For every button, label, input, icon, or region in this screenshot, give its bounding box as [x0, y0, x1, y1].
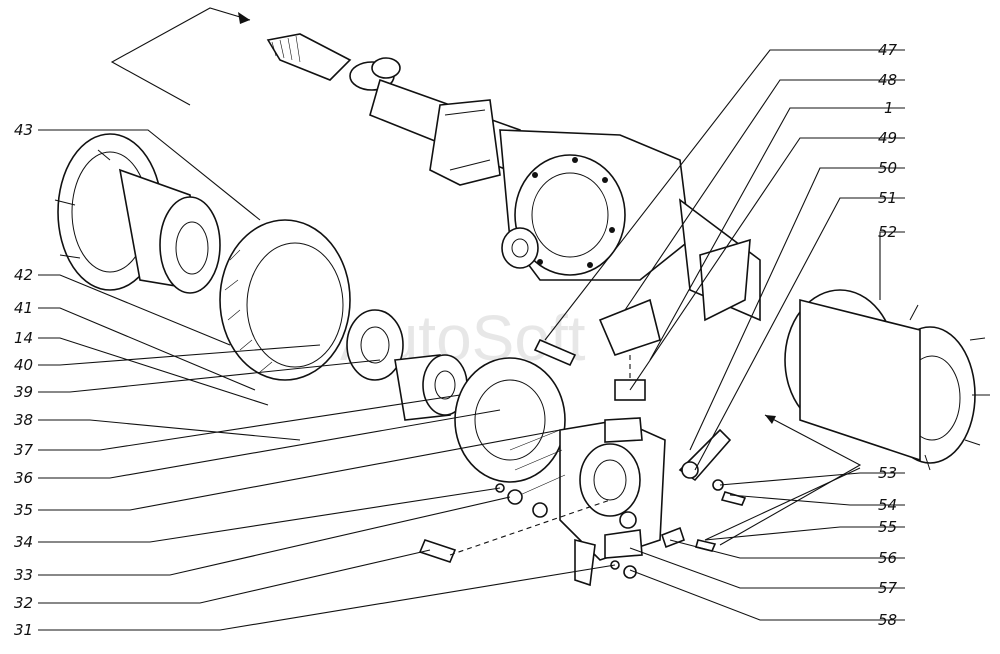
callout-51: 51 [878, 189, 897, 207]
callouts-right: 47 48 1 49 50 51 52 53 54 55 56 57 58 [878, 41, 898, 629]
callout-55: 55 [878, 518, 897, 536]
callouts-left: 43 42 41 14 40 39 38 37 36 35 34 33 32 3… [14, 121, 34, 639]
wheel-hub-right [784, 289, 990, 471]
fasteners-right [661, 467, 861, 552]
brake-shield [454, 357, 566, 483]
callout-50: 50 [878, 159, 897, 177]
callout-41: 41 [14, 299, 33, 317]
callout-37: 37 [14, 441, 34, 459]
callout-48: 48 [878, 71, 897, 89]
callout-31: 31 [14, 621, 33, 639]
callout-49: 49 [878, 129, 897, 147]
callout-54: 54 [878, 496, 897, 514]
steering-arm [678, 428, 732, 482]
callout-57: 57 [878, 579, 898, 597]
callout-43: 43 [14, 121, 33, 139]
brake-drum-left [219, 219, 351, 381]
callout-33: 33 [14, 566, 33, 584]
callout-34: 34 [14, 533, 33, 551]
bolt-47 [533, 338, 577, 367]
callout-52: 52 [878, 223, 897, 241]
steering-knuckle [509, 417, 666, 587]
callout-1: 1 [884, 99, 894, 117]
callout-58: 58 [878, 611, 897, 629]
callout-32: 32 [14, 594, 33, 612]
bolts-lower-left [418, 483, 637, 579]
callout-39: 39 [14, 383, 33, 401]
direction-arrow-top [110, 7, 251, 106]
callout-42: 42 [14, 266, 33, 284]
callout-38: 38 [14, 411, 33, 429]
leaders-right [544, 49, 905, 621]
seal-ring [346, 309, 404, 381]
bearing-assembly [394, 354, 468, 421]
callout-14: 14 [14, 329, 33, 347]
direction-arrow-right [719, 414, 862, 546]
callout-35: 35 [14, 501, 33, 519]
callout-56: 56 [878, 549, 897, 567]
kingpin-upper [598, 298, 661, 401]
callout-47: 47 [878, 41, 898, 59]
callout-40: 40 [14, 356, 33, 374]
wheel-hub-left [54, 133, 221, 294]
callout-36: 36 [14, 469, 33, 487]
callout-53: 53 [878, 464, 897, 482]
leaders-left [38, 129, 616, 631]
axle-housing [266, 33, 761, 322]
